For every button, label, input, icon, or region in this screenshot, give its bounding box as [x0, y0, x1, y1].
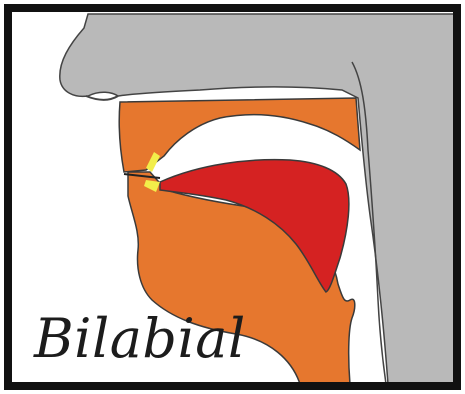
nostril-line	[86, 96, 118, 100]
diagram-caption: Bilabial	[34, 312, 246, 366]
